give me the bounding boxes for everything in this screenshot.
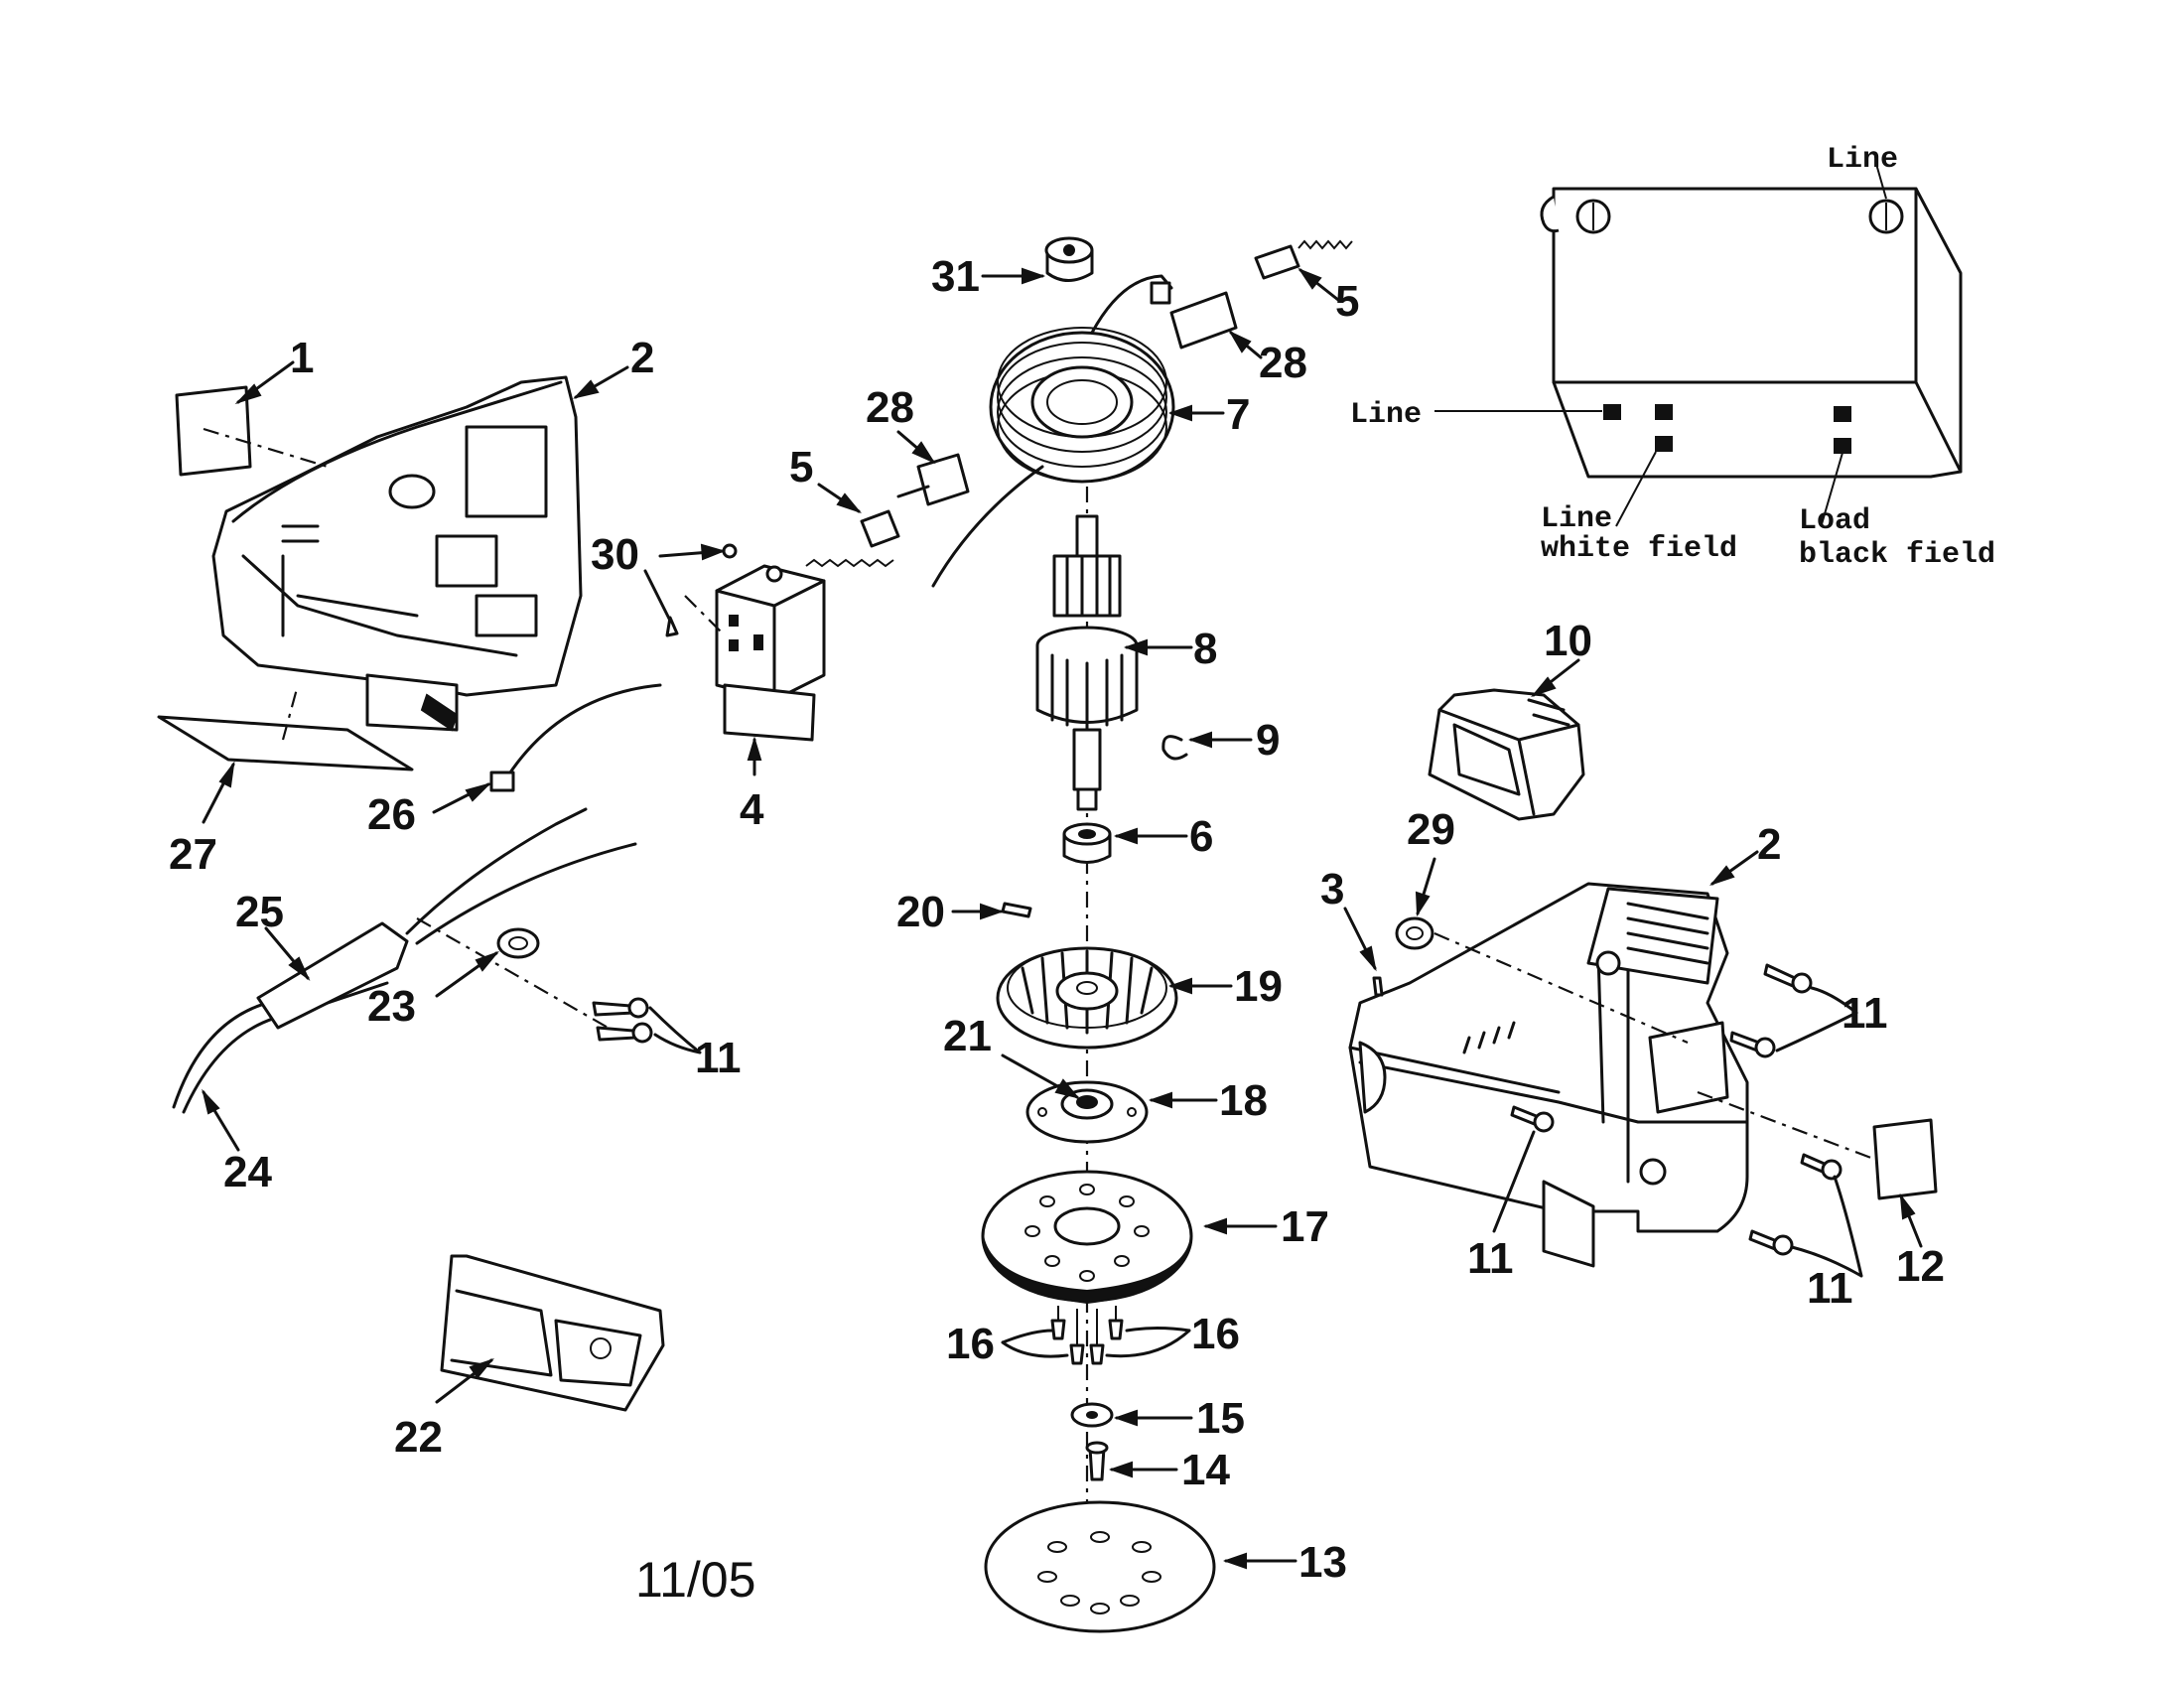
label-30: 30 <box>591 530 639 579</box>
label-10: 10 <box>1544 617 1592 665</box>
label-26: 26 <box>367 790 416 839</box>
part-number-labels: 1 2 2 3 4 5 5 6 7 8 9 10 11 11 11 11 12 … <box>169 252 1945 1587</box>
label-25: 25 <box>235 888 284 936</box>
assembled-sander-drawing <box>1348 882 1749 1268</box>
label-7: 7 <box>1226 390 1250 439</box>
label-12: 12 <box>1896 1242 1945 1291</box>
bearing-plate-18 <box>1025 1080 1149 1144</box>
fan-19 <box>996 946 1178 1050</box>
label-13: 13 <box>1298 1538 1347 1587</box>
label-plate-12 <box>1872 1118 1938 1200</box>
label-31: 31 <box>931 252 980 301</box>
label-17: 17 <box>1281 1202 1329 1251</box>
bearing-6 <box>1062 822 1112 864</box>
label-23: 23 <box>367 982 416 1031</box>
label-15: 15 <box>1196 1394 1245 1443</box>
label-4: 4 <box>740 785 764 834</box>
label-5-right: 5 <box>1335 277 1359 326</box>
label-11-left: 11 <box>695 1034 742 1082</box>
dust-cover-10 <box>1428 688 1585 821</box>
left-housing-drawing <box>211 375 583 732</box>
switch-4 <box>715 564 826 742</box>
wiring-schematic-box <box>1434 163 1963 527</box>
label-22: 22 <box>394 1413 443 1462</box>
label-18: 18 <box>1219 1076 1268 1125</box>
label-28-left: 28 <box>866 383 914 432</box>
label-11-lower-right: 11 <box>1807 1264 1853 1313</box>
label-16-right: 16 <box>1191 1310 1240 1358</box>
screws-16 <box>1050 1306 1124 1365</box>
revision-date: 11/05 <box>635 1552 755 1608</box>
label-11-lower-mid: 11 <box>1467 1234 1514 1283</box>
wiring-load-black-1: Load <box>1799 504 1870 538</box>
label-2-left: 2 <box>630 334 654 382</box>
sanding-disc-13 <box>984 1500 1216 1633</box>
label-27: 27 <box>169 830 217 879</box>
armature-8 <box>1035 514 1139 811</box>
wiring-line-top: Line <box>1827 143 1898 177</box>
field-coil-7 <box>931 274 1175 588</box>
wiring-line-left: Line <box>1350 398 1422 432</box>
label-20: 20 <box>896 888 945 936</box>
dust-box-22 <box>440 1254 665 1412</box>
label-11-upper-right: 11 <box>1842 989 1888 1038</box>
wiring-labels: Line Line Line white field Load black fi… <box>1350 143 1995 572</box>
screws-11-right <box>1510 963 1843 1256</box>
label-9: 9 <box>1256 716 1280 765</box>
callout-leaders <box>202 267 1923 1570</box>
wiring-line-white-2: white field <box>1541 532 1737 566</box>
label-24: 24 <box>223 1148 272 1196</box>
wiring-load-black-2: black field <box>1799 538 1995 572</box>
wiring-line-white-1: Line <box>1541 502 1612 536</box>
screws-11-left <box>592 997 653 1044</box>
label-19: 19 <box>1234 962 1283 1011</box>
label-14: 14 <box>1181 1446 1230 1494</box>
label-8: 8 <box>1193 625 1217 673</box>
label-5-left: 5 <box>789 443 813 491</box>
label-28-right: 28 <box>1259 339 1307 387</box>
label-2-right: 2 <box>1757 820 1781 869</box>
label-6: 6 <box>1189 812 1213 861</box>
label-3: 3 <box>1320 865 1344 913</box>
bearing-31 <box>1044 236 1094 282</box>
label-21: 21 <box>943 1012 992 1060</box>
label-16-left: 16 <box>946 1320 995 1368</box>
sanding-pad-17 <box>981 1170 1193 1305</box>
label-29: 29 <box>1407 805 1455 854</box>
base-plate-27 <box>157 715 414 772</box>
label-1: 1 <box>290 334 314 382</box>
